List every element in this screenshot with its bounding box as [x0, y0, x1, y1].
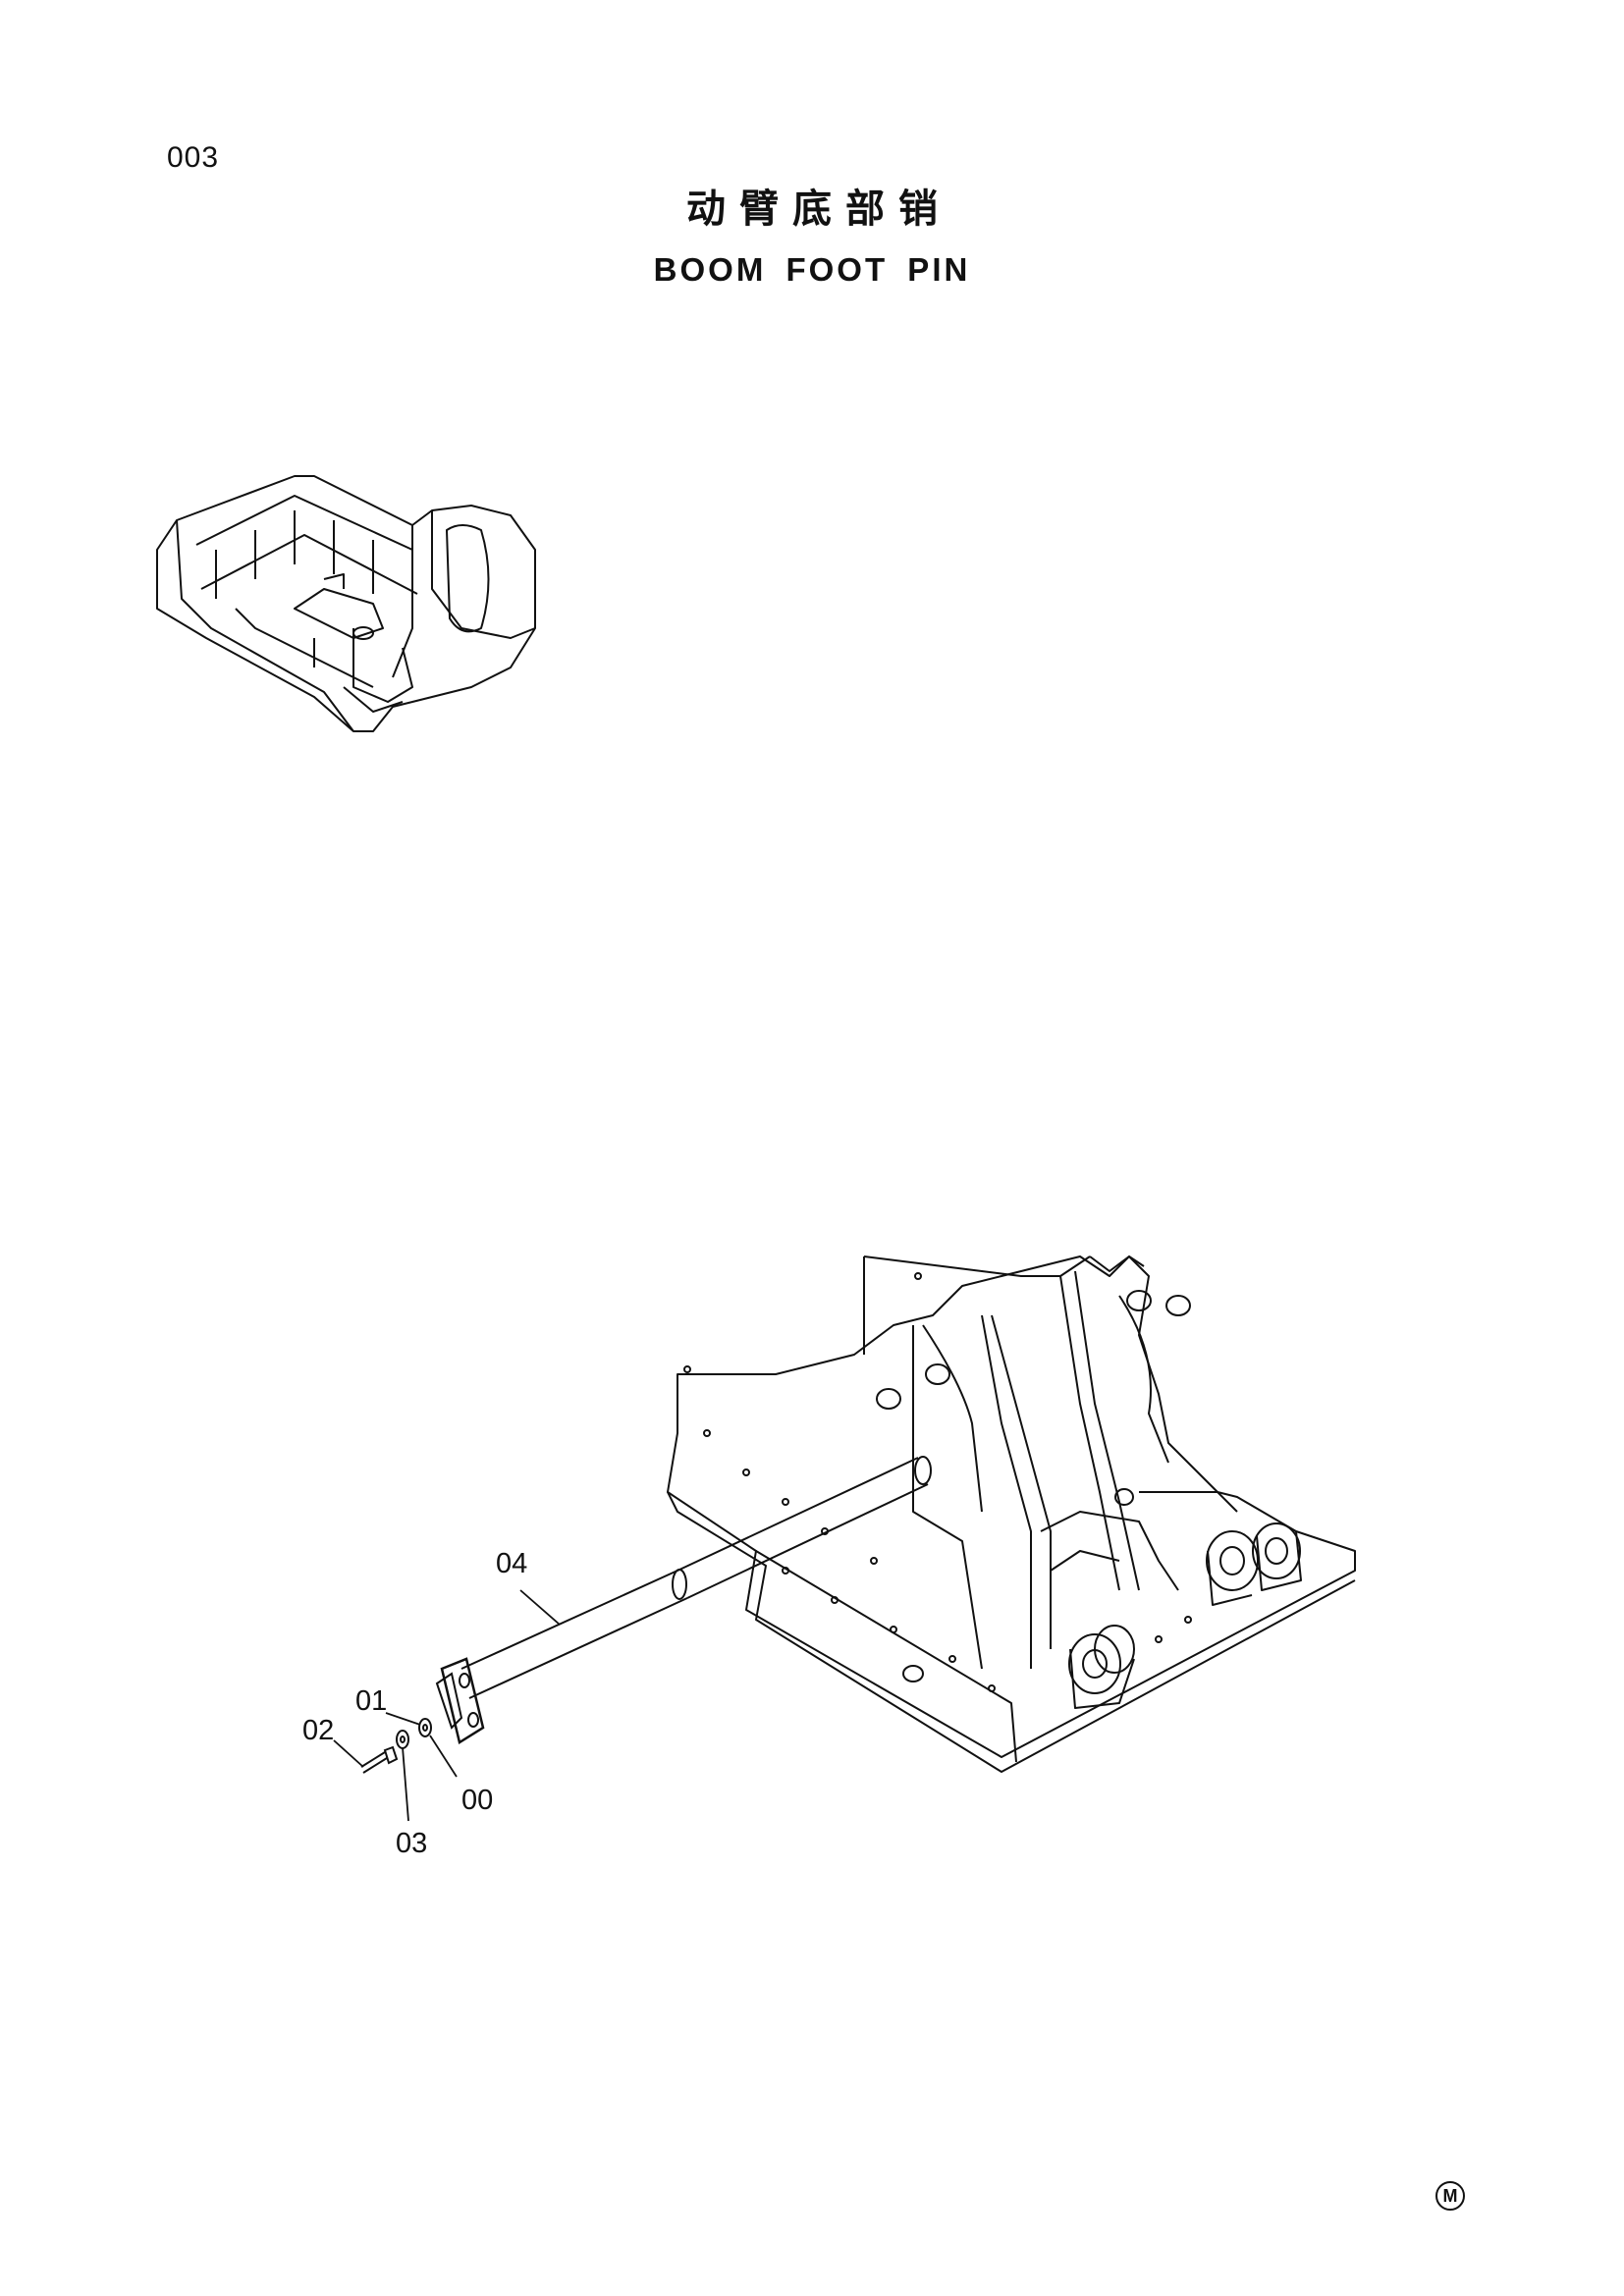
- callout-03: 03: [396, 1828, 427, 1859]
- boom-foot-pin: [435, 1456, 932, 1744]
- page-number: 003: [167, 141, 220, 174]
- callout-02: 02: [302, 1715, 334, 1746]
- callout-04: 04: [496, 1548, 527, 1579]
- callout-00: 00: [461, 1785, 493, 1816]
- title-chinese: 动臂底部销: [686, 187, 951, 232]
- machine-overview-thumbnail: [156, 475, 536, 732]
- title-english: BOOM FOOT PIN: [653, 251, 971, 288]
- callout-01: 01: [355, 1685, 387, 1717]
- pin-fasteners: [360, 1718, 432, 1774]
- manufacturer-mark: M: [1435, 2181, 1465, 2211]
- title-block: 动臂底部销 BOOM FOOT PIN: [0, 177, 1624, 289]
- leader-lines: [333, 1589, 561, 1822]
- boom-foot-frame: [667, 1255, 1356, 1773]
